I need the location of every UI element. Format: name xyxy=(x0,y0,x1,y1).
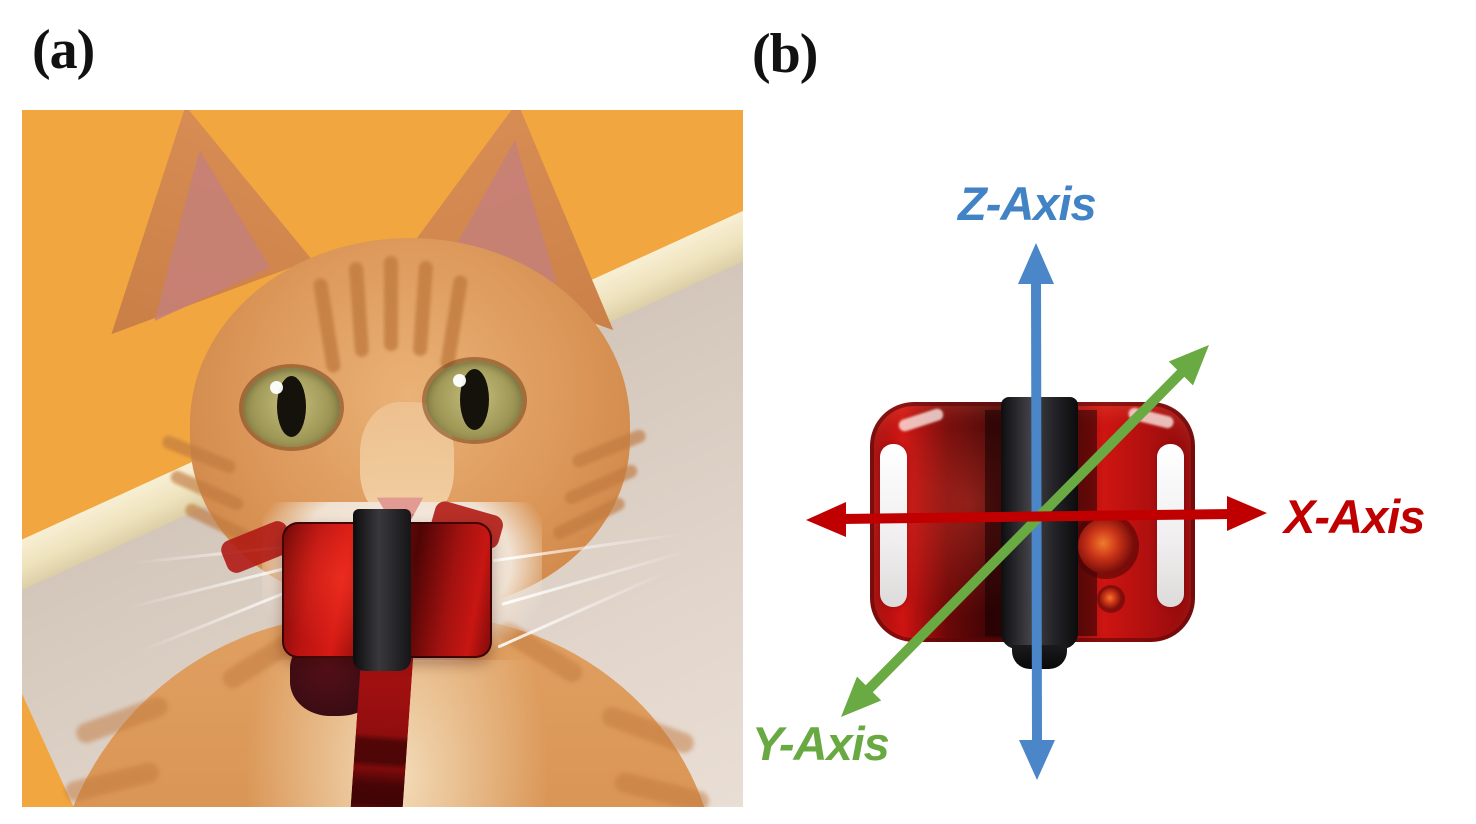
eye-highlight xyxy=(270,381,283,394)
cat-photo xyxy=(22,110,743,807)
y-axis-arrow xyxy=(841,345,1209,717)
cat-eye-left xyxy=(243,368,340,447)
device-lens xyxy=(1078,518,1134,574)
device-led xyxy=(1100,588,1122,610)
x-axis-arrow xyxy=(806,496,1267,537)
collar-sensor-strap xyxy=(353,509,411,671)
x-axis-label: X-Axis xyxy=(1284,490,1425,543)
cat-eye-right xyxy=(426,361,523,440)
device-strap-slot-right xyxy=(1157,444,1184,607)
y-axis-label: Y-Axis xyxy=(752,717,890,770)
forehead-stripe xyxy=(384,256,398,351)
eye-highlight xyxy=(453,374,466,387)
z-axis-label: Z-Axis xyxy=(958,177,1097,230)
panel-b-label: (b) xyxy=(752,23,818,85)
device-strap-slot-left xyxy=(880,444,907,607)
panel-a-label: (a) xyxy=(32,19,95,81)
